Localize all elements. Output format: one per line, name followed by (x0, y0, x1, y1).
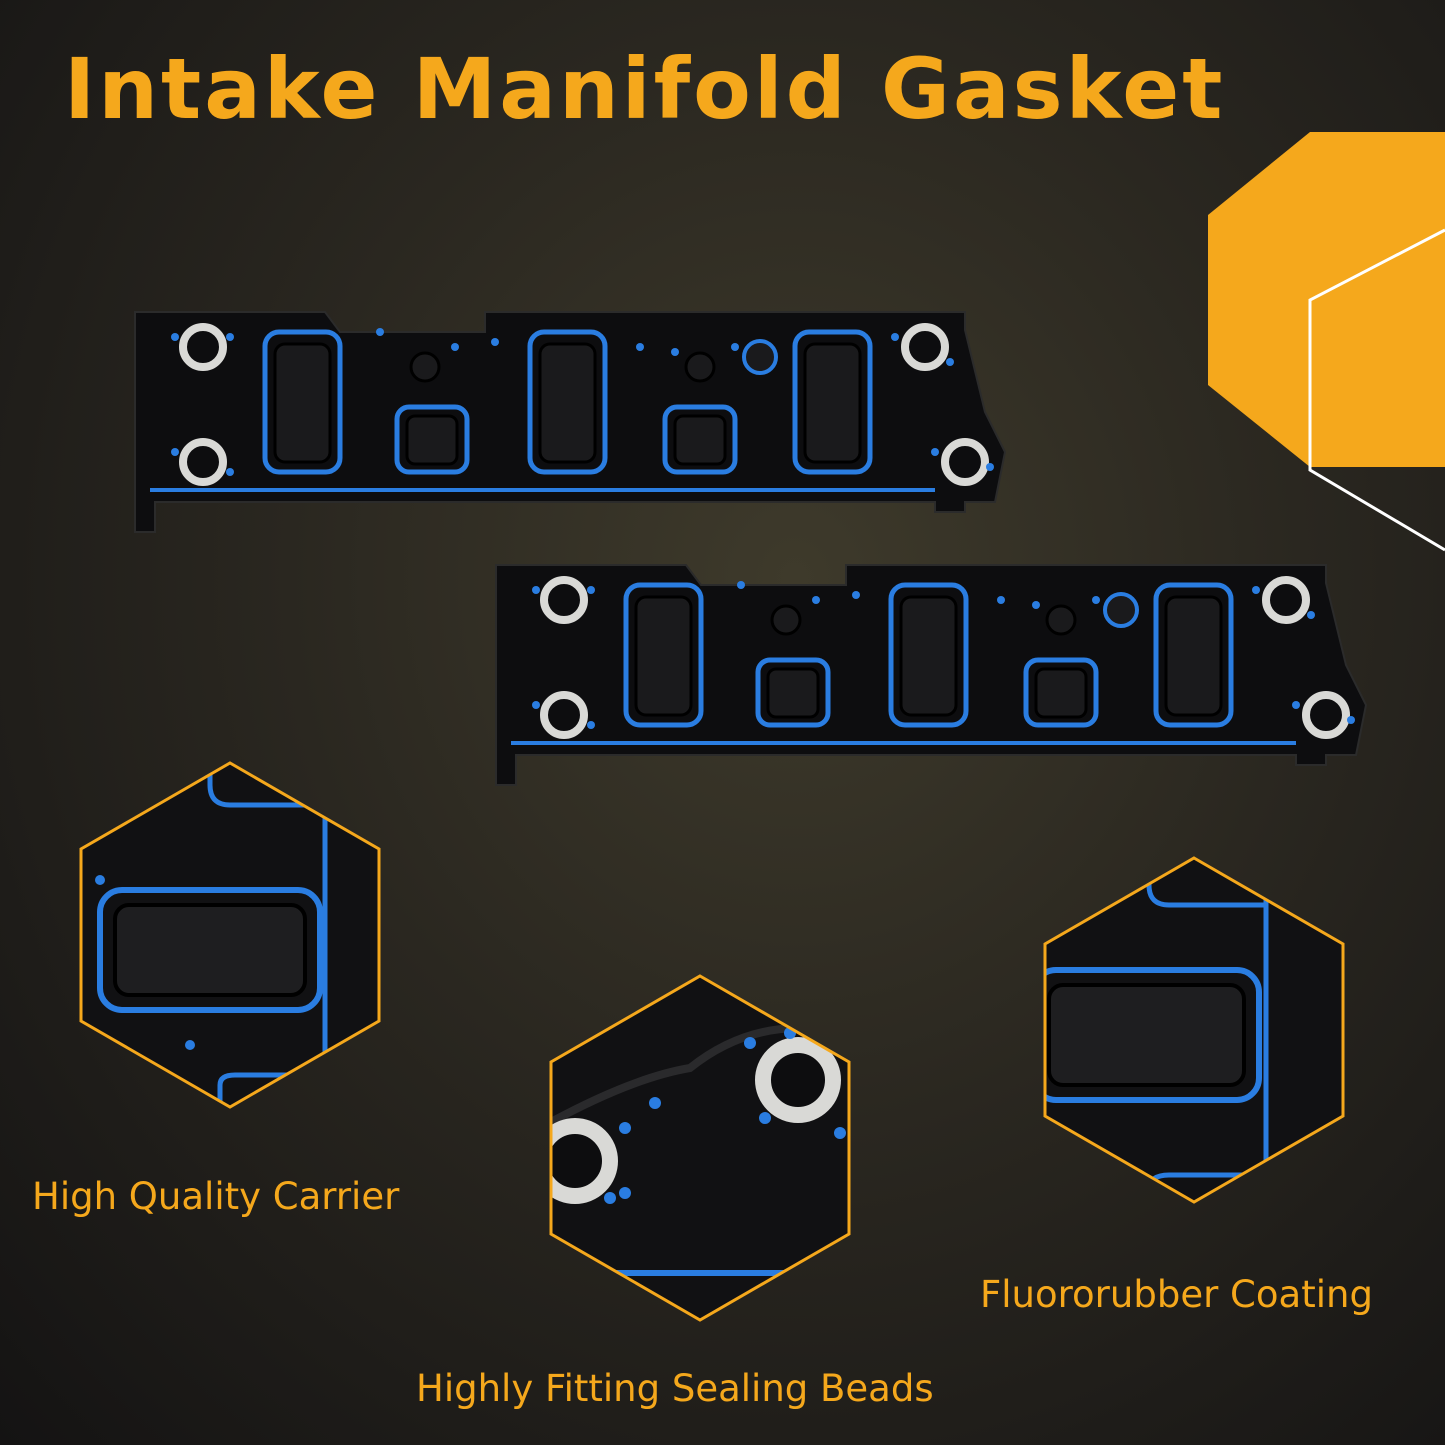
caption-beads: Highly Fitting Sealing Beads (416, 1367, 934, 1410)
gasket-image-top (135, 312, 1005, 532)
caption-coating: Fluororubber Coating (980, 1273, 1373, 1316)
decor-hexagon-shape (1208, 132, 1445, 467)
detail-hexagon-carrier (79, 761, 381, 1109)
gasket-image-bottom (496, 565, 1366, 785)
caption-carrier: High Quality Carrier (32, 1175, 400, 1218)
decor-hexagon-outline (1308, 228, 1445, 552)
page-title: Intake Manifold Gasket (64, 40, 1226, 138)
detail-hexagon-beads (549, 974, 851, 1322)
detail-hexagon-coating (1043, 856, 1345, 1204)
